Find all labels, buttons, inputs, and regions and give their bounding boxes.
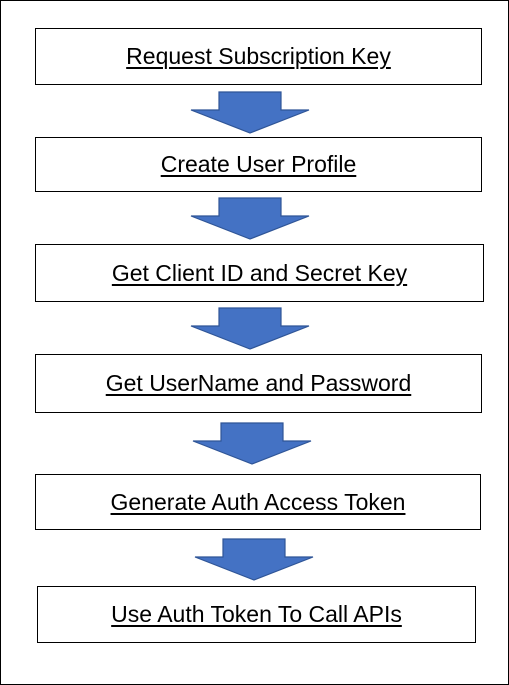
step-get-username-password: Get UserName and Password [35, 354, 482, 413]
step-label: Generate Auth Access Token [110, 488, 406, 515]
step-create-user-profile: Create User Profile [35, 137, 482, 192]
down-arrow-icon [194, 538, 314, 581]
down-arrow-icon [192, 422, 312, 465]
step-label: Get UserName and Password [105, 370, 412, 396]
step-request-subscription-key: Request Subscription Key [35, 28, 482, 85]
down-arrow-icon [190, 307, 310, 350]
step-label: Get Client ID and Secret Key [111, 259, 408, 286]
step-generate-auth-access-token: Generate Auth Access Token [35, 474, 481, 530]
down-arrow-icon [190, 197, 310, 240]
down-arrow-icon [190, 91, 310, 134]
step-label: Use Auth Token To Call APIs [111, 601, 402, 627]
step-use-auth-token-call-apis: Use Auth Token To Call APIs [37, 586, 476, 643]
step-label: Request Subscription Key [126, 43, 391, 69]
step-get-client-id-secret-key: Get Client ID and Secret Key [35, 244, 484, 302]
step-label: Create User Profile [160, 151, 357, 177]
